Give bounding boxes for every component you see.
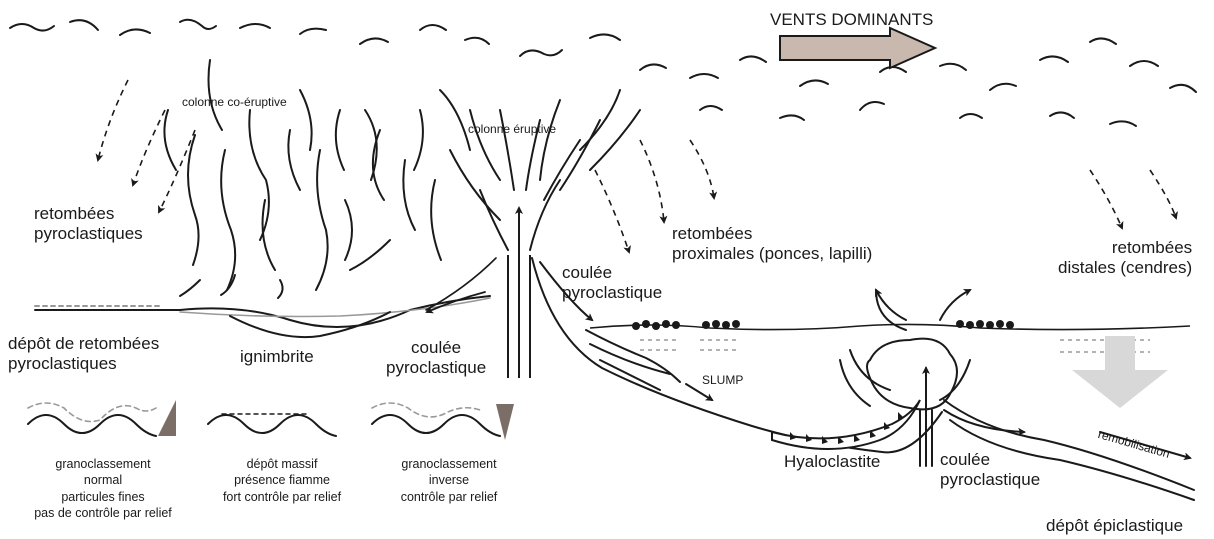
underwater-pyroclastic-flow-label: coulée pyroclastique <box>940 450 1040 489</box>
co-eruptive-column-label: colonne co-éruptive <box>182 96 287 110</box>
cloud-squiggles <box>10 20 1196 126</box>
legend-line: granoclassement <box>364 456 534 472</box>
label-line: pyroclastique <box>562 283 662 303</box>
legend-line: inverse <box>364 472 534 488</box>
legend-line: particules fines <box>8 489 198 505</box>
label-line: distales (cendres) <box>1058 258 1192 278</box>
legend-line: fort contrôle par relief <box>192 489 372 505</box>
wind-arrow-shape <box>780 28 935 68</box>
legend-line: présence fiamme <box>192 472 372 488</box>
fallout-deposit-label: dépôt de retombées pyroclastiques <box>8 334 159 373</box>
pyroclastic-flow-left-label: coulée pyroclastique <box>386 338 486 377</box>
legend-line: dépôt massif <box>192 456 372 472</box>
label-line: pyroclastique <box>386 358 486 378</box>
slump-label: SLUMP <box>702 374 743 388</box>
legend-graphics <box>28 400 514 440</box>
label-line: proximales (ponces, lapilli) <box>672 244 872 264</box>
water-surface <box>590 324 1190 329</box>
epiclastic-deposit-label: dépôt épiclastique <box>1046 516 1183 536</box>
wind-label: VENTS DOMINANTS <box>770 10 933 30</box>
label-line: retombées <box>1058 238 1192 258</box>
settling-arrow <box>1072 336 1168 408</box>
legend-line: contrôle par relief <box>364 489 534 505</box>
label-line: dépôt de retombées <box>8 334 159 354</box>
legend-line: granoclassement <box>8 456 198 472</box>
eruptive-column <box>440 90 640 250</box>
label-line: retombées <box>672 224 872 244</box>
label-line: coulée <box>386 338 486 358</box>
proximal-fallout-label: retombées proximales (ponces, lapilli) <box>672 224 872 263</box>
label-line: pyroclastiques <box>8 354 159 374</box>
eruptive-column-label: colonne éruptive <box>468 123 556 137</box>
land-surface <box>35 258 496 337</box>
label-line: coulée <box>940 450 1040 470</box>
distal-fallout-label: retombées distales (cendres) <box>1058 238 1192 277</box>
legend-note-massive-deposit: dépôt massif présence fiamme fort contrô… <box>192 456 372 505</box>
legend-note-normal-grading: granoclassement normal particules fines … <box>8 456 198 521</box>
label-line: retombées <box>34 204 143 224</box>
label-line: pyroclastique <box>940 470 1040 490</box>
legend-note-inverse-grading: granoclassement inverse contrôle par rel… <box>364 456 534 505</box>
legend-line: normal <box>8 472 198 488</box>
label-line: coulée <box>562 263 662 283</box>
legend-line: pas de contrôle par relief <box>8 505 198 521</box>
pyroclastic-fallout-label: retombées pyroclastiques <box>34 204 143 243</box>
hyaloclastite-body <box>772 400 920 449</box>
label-line: pyroclastiques <box>34 224 143 244</box>
ignimbrite-label: ignimbrite <box>240 347 314 367</box>
vent-conduit <box>508 208 530 378</box>
underwater-plume <box>840 290 970 409</box>
pyroclastic-flow-top-label: coulée pyroclastique <box>562 263 662 302</box>
hyaloclastite-label: Hyaloclastite <box>784 452 880 472</box>
